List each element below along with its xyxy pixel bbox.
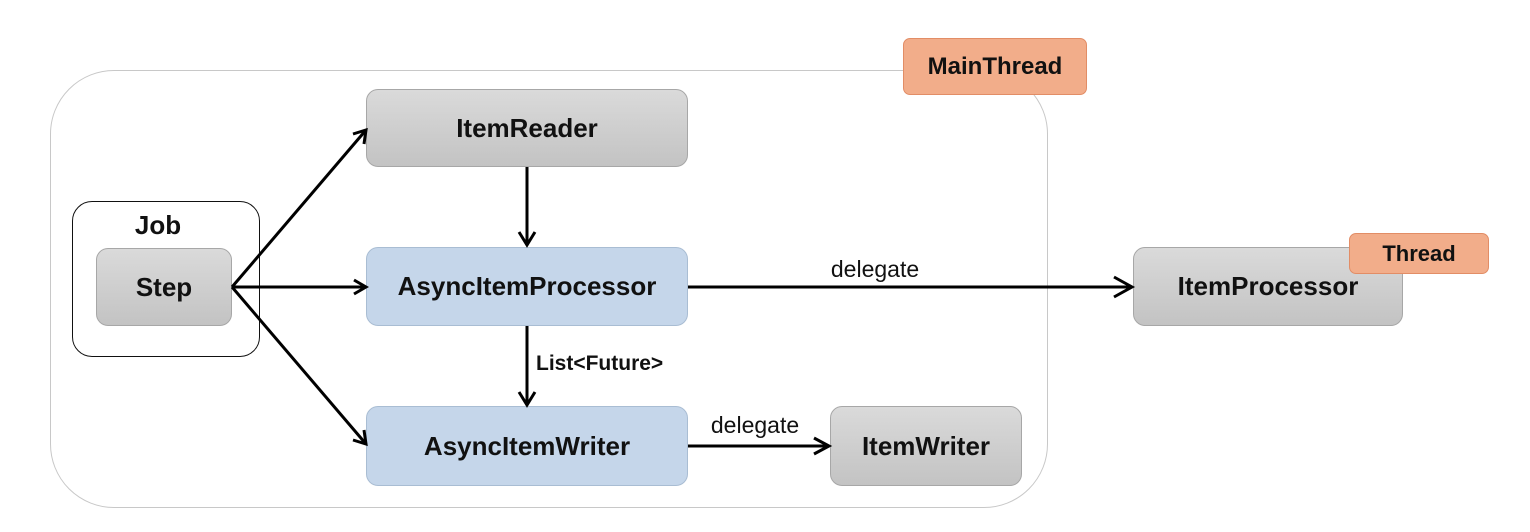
step-node[interactable]: Step: [96, 248, 232, 326]
item-processor-node[interactable]: ItemProcessor: [1133, 247, 1403, 326]
writer-delegate-label: delegate: [710, 411, 800, 438]
job-label: Job: [134, 209, 182, 240]
main-thread-tag: MainThread: [903, 38, 1087, 95]
item-writer-node[interactable]: ItemWriter: [830, 406, 1022, 486]
edge-async-item-processor-to-item-processor-head: [1113, 275, 1136, 299]
processor-delegate-label: delegate: [830, 255, 920, 282]
item-reader-node[interactable]: ItemReader: [366, 89, 688, 167]
future-list-label: List<Future>: [536, 352, 664, 375]
thread-tag: Thread: [1349, 233, 1489, 274]
async-item-writer-node[interactable]: AsyncItemWriter: [366, 406, 688, 486]
async-item-processor-node[interactable]: AsyncItemProcessor: [366, 247, 688, 326]
